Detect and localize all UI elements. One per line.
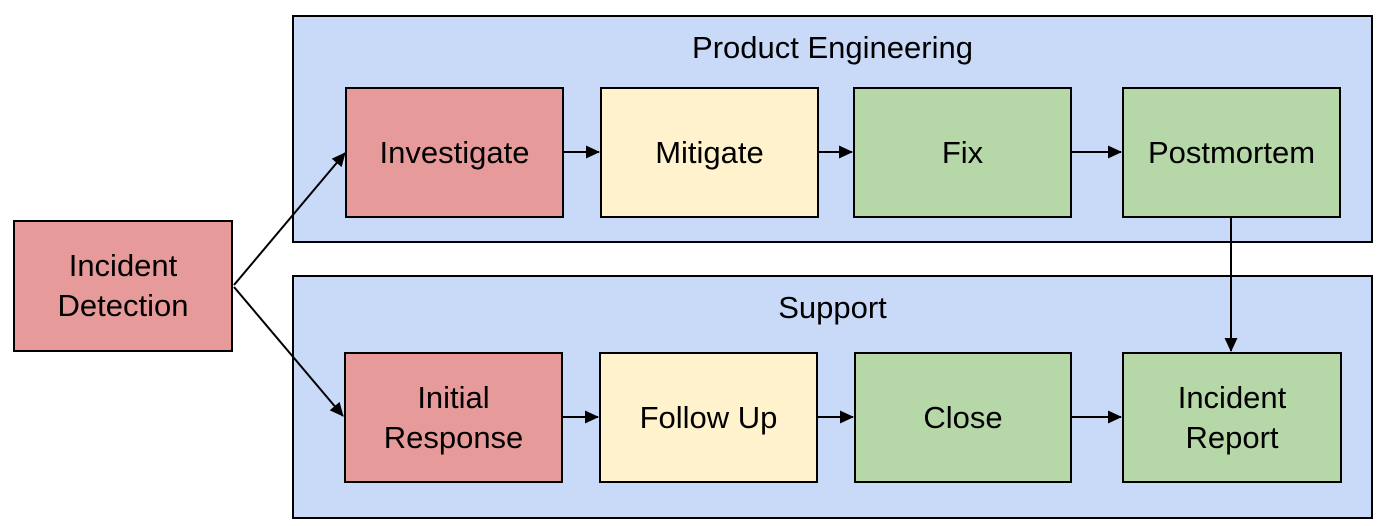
node-initial-response[interactable]: Initial Response — [344, 352, 563, 483]
node-follow-up[interactable]: Follow Up — [599, 352, 818, 483]
lane-title-product-engineering: Product Engineering — [692, 30, 973, 65]
node-postmortem-label: Postmortem — [1147, 134, 1316, 170]
node-incident-report[interactable]: Incident Report — [1122, 352, 1342, 483]
node-investigate-label: Investigate — [379, 134, 530, 170]
node-initial-response-label: Initial Response — [383, 379, 524, 455]
node-follow-up-label: Follow Up — [639, 399, 778, 435]
node-mitigate[interactable]: Mitigate — [600, 87, 819, 218]
node-close-label: Close — [923, 399, 1003, 435]
node-fix-label: Fix — [941, 134, 984, 170]
node-mitigate-label: Mitigate — [655, 134, 764, 170]
node-fix[interactable]: Fix — [853, 87, 1072, 218]
node-close[interactable]: Close — [854, 352, 1072, 483]
node-investigate[interactable]: Investigate — [345, 87, 564, 218]
node-incident-report-label: Incident Report — [1177, 379, 1287, 455]
node-incident-detection[interactable]: Incident Detection — [13, 220, 233, 352]
lane-title-support: Support — [778, 290, 887, 325]
node-postmortem[interactable]: Postmortem — [1122, 87, 1341, 218]
node-incident-detection-label: Incident Detection — [57, 248, 189, 323]
